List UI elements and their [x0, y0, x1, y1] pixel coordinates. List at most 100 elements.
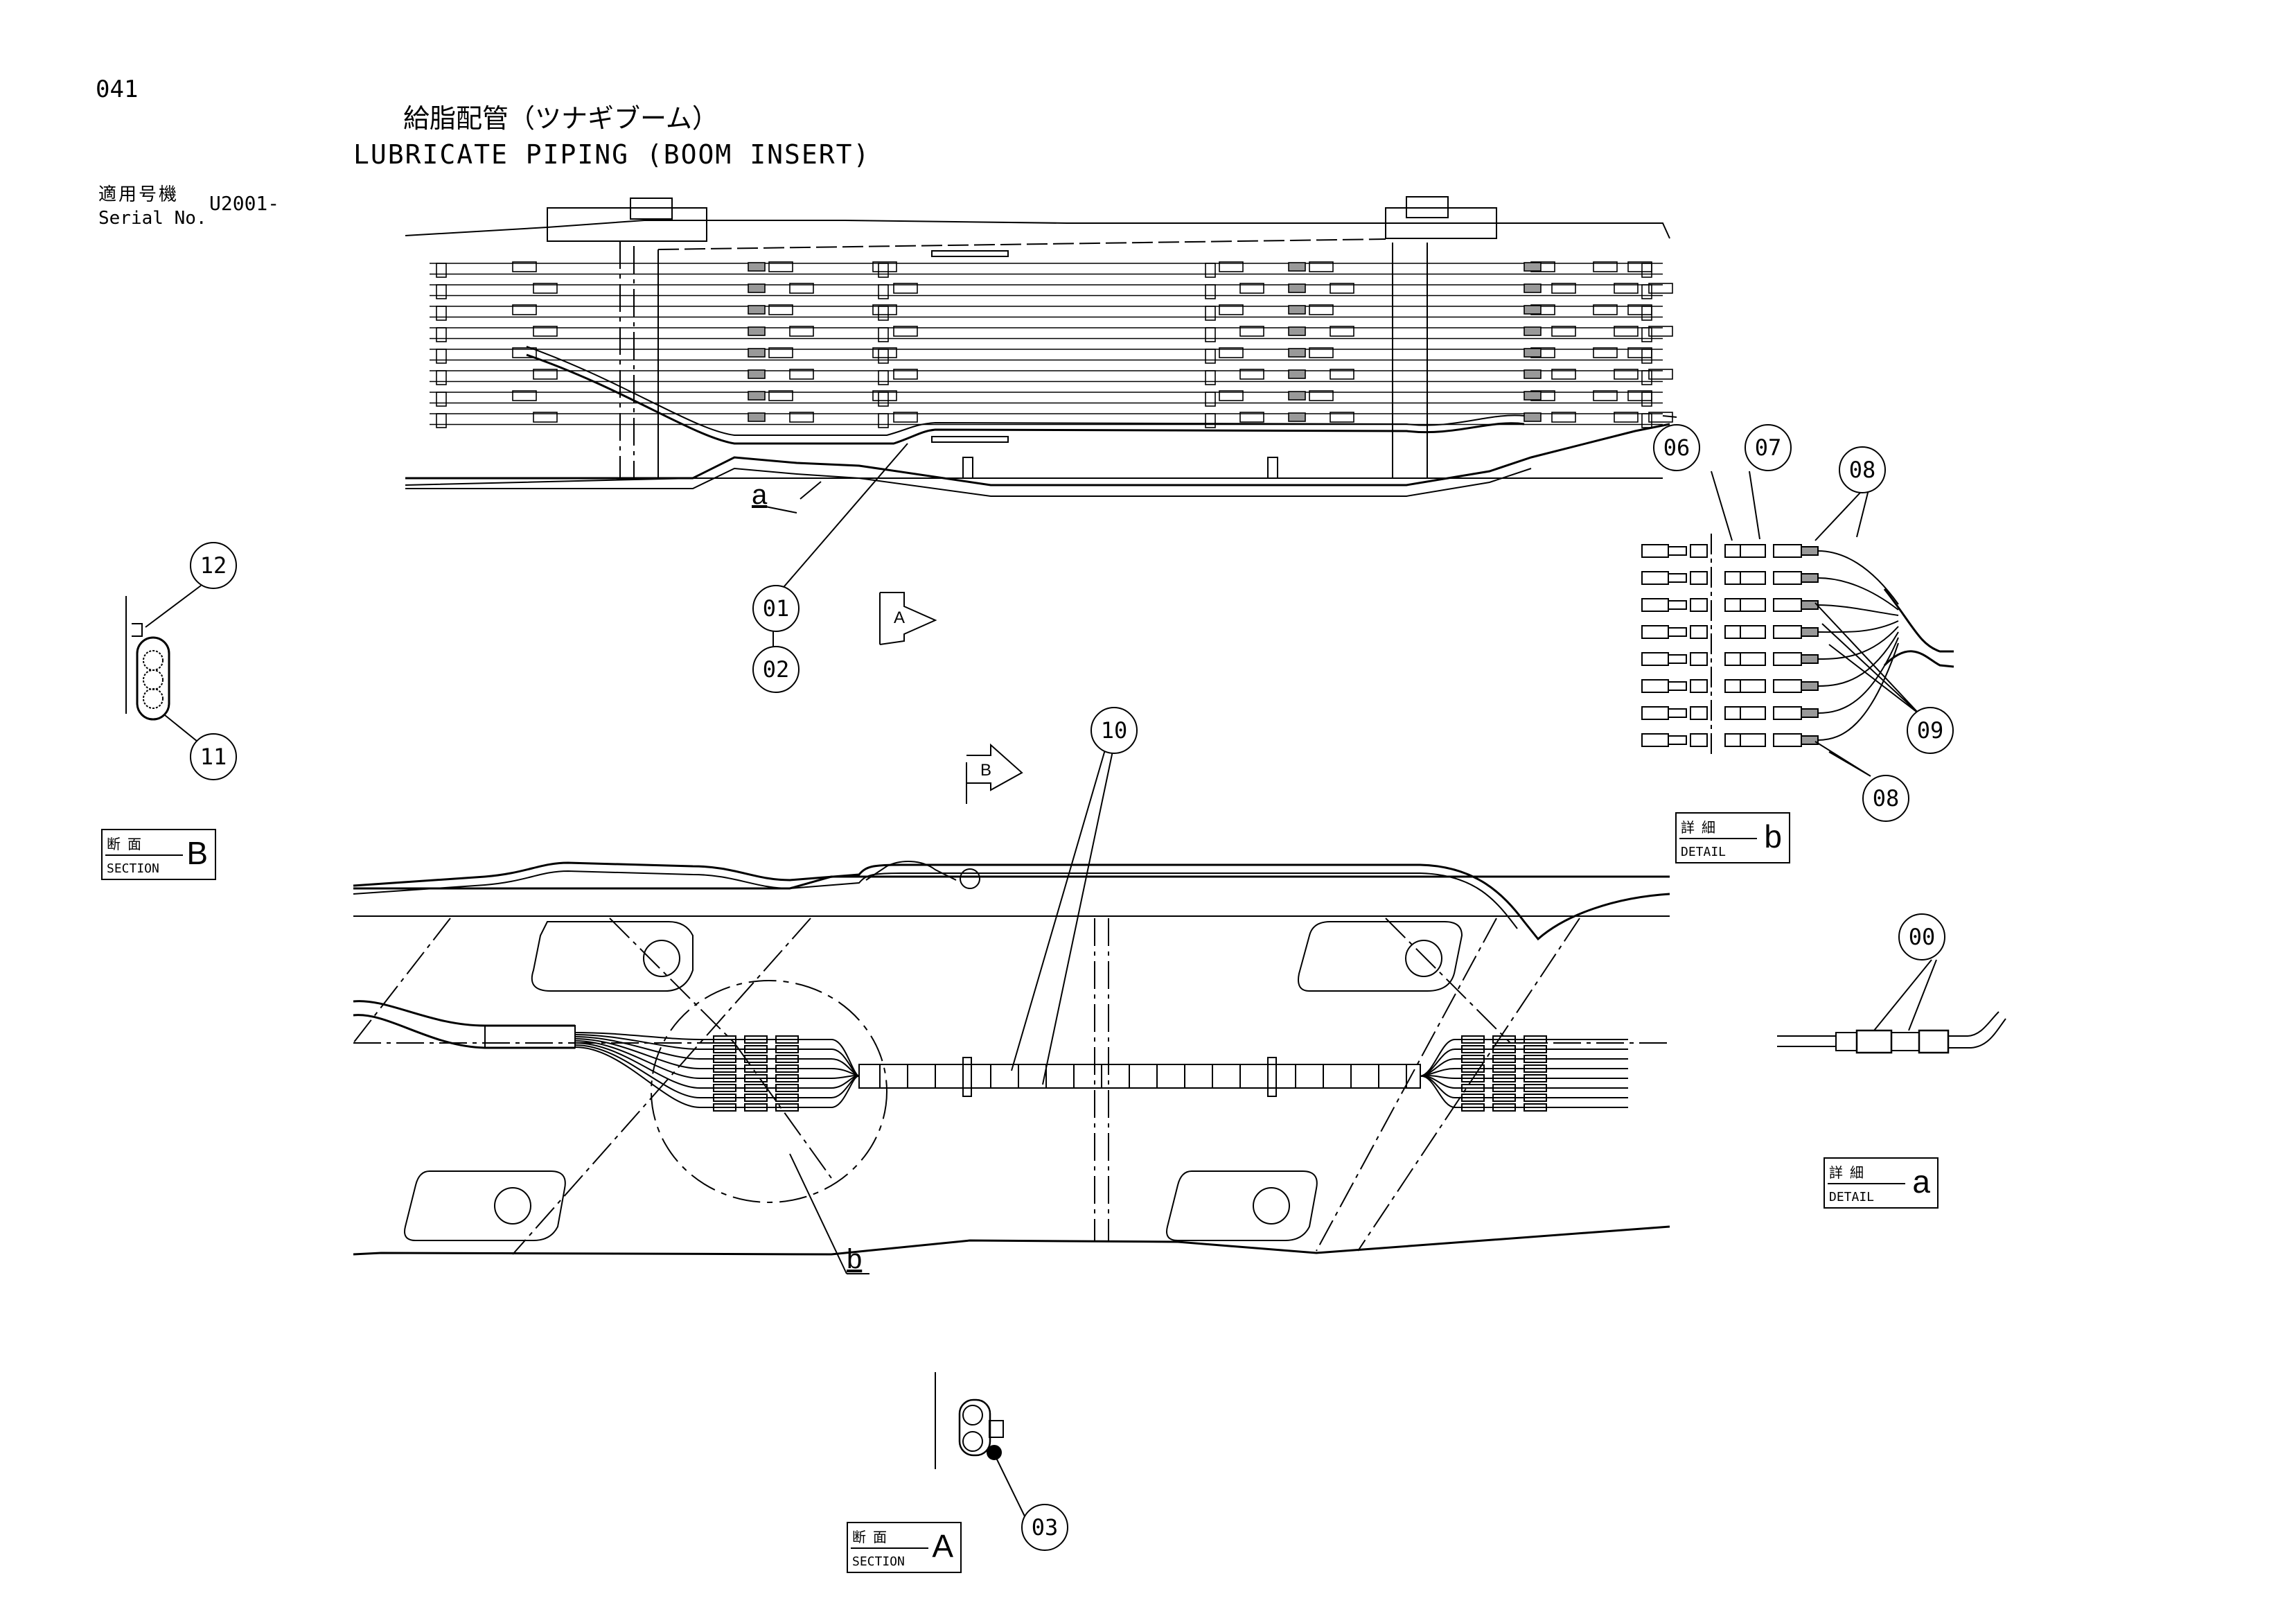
fitting — [1690, 571, 1708, 585]
view-arrow-b — [966, 743, 1023, 804]
hose-fitting — [713, 1035, 736, 1044]
pipe-sleeve — [748, 348, 766, 358]
section-b-letter: B — [186, 835, 208, 871]
pipe-fitting — [1309, 347, 1334, 358]
leader-a — [761, 505, 797, 514]
hose-line — [1817, 577, 1899, 611]
pipe-sleeve — [1288, 262, 1306, 272]
fitting — [1740, 706, 1766, 720]
view-arrow-b-label: B — [980, 761, 992, 780]
hose-fitting — [713, 1094, 736, 1102]
fitting — [1641, 733, 1669, 747]
pipe-fitting — [1219, 347, 1244, 358]
callout-08-top: 08 — [1839, 446, 1886, 493]
ref-letter-b: b — [847, 1244, 863, 1274]
fitting — [1773, 544, 1802, 558]
pipe-clamp — [436, 392, 447, 407]
hose-fitting — [1524, 1103, 1547, 1112]
pipe-fitting — [768, 390, 793, 401]
hose-line — [574, 1046, 860, 1108]
fitting — [1668, 708, 1687, 718]
fitting — [1773, 679, 1802, 693]
fitting — [1773, 598, 1802, 612]
hose-fitting — [1492, 1035, 1516, 1044]
hose-fitting — [1492, 1084, 1516, 1092]
detail-a-label-box: 詳細 DETAIL a — [1823, 1157, 1939, 1209]
fitting-sleeve — [1801, 708, 1819, 718]
pipe-sleeve — [1288, 326, 1306, 336]
hose-fitting — [744, 1084, 768, 1092]
hose-protector-sleeve — [858, 1064, 1421, 1089]
callout-12: 12 — [190, 542, 237, 589]
hose-fitting — [713, 1084, 736, 1092]
pipe-fitting — [512, 347, 537, 358]
hose-fitting — [1461, 1094, 1485, 1102]
pipe-sleeve — [1524, 369, 1542, 379]
hose-line — [1817, 626, 1899, 660]
pipe-fitting — [893, 369, 918, 380]
fitting — [1724, 679, 1741, 693]
pipe-clamp — [878, 413, 889, 428]
hose-fitting — [775, 1035, 799, 1044]
pipe-fitting — [1614, 412, 1639, 423]
leader-01 — [775, 443, 908, 597]
pipe-fitting — [768, 261, 793, 272]
pipe-fitting — [768, 304, 793, 315]
hose-fitting — [775, 1103, 799, 1112]
detail-a-en: DETAIL — [1829, 1190, 1875, 1204]
section-b-detail — [125, 585, 202, 742]
section-b-label-box: 断面 SECTION B — [101, 829, 216, 880]
hose-fitting — [1524, 1084, 1547, 1092]
detail-a-jp: 詳細 — [1829, 1164, 1871, 1181]
lightening-hole-bottom-left — [404, 1170, 566, 1241]
hose-fitting — [1492, 1103, 1516, 1112]
pipe-fitting — [1239, 283, 1264, 294]
fitting — [1641, 571, 1669, 585]
section-b-en: SECTION — [107, 861, 159, 876]
pipe-sleeve — [748, 283, 766, 293]
pipe-fitting — [789, 412, 814, 423]
ref-letter-a: a — [752, 480, 768, 510]
pipe-fitting — [872, 390, 897, 401]
detail-b-drawing — [1641, 471, 1954, 777]
fitting — [1724, 652, 1741, 666]
hose-fitting — [775, 1084, 799, 1092]
pipe-sleeve — [748, 305, 766, 315]
fitting — [1690, 598, 1708, 612]
pipe-clamp — [1641, 306, 1652, 321]
pipe-fitting — [533, 326, 558, 337]
fitting — [1641, 598, 1669, 612]
pipe-fitting — [1593, 304, 1618, 315]
fitting — [1740, 598, 1766, 612]
pipe-sleeve — [1524, 326, 1542, 336]
pipe-fitting — [872, 347, 897, 358]
leader-10 — [1011, 737, 1116, 1085]
hose-line — [574, 1034, 860, 1077]
pipe-sleeve — [1524, 348, 1542, 358]
callout-06: 06 — [1653, 424, 1700, 471]
pipe-sleeve — [748, 412, 766, 422]
fitting — [1668, 654, 1687, 664]
fitting — [1740, 571, 1766, 585]
hose-fitting — [1461, 1045, 1485, 1053]
pipe-fitting — [1239, 412, 1264, 423]
pipe-clamp — [1641, 370, 1652, 385]
pipe-fitting — [1648, 326, 1673, 337]
hose-fitting — [1461, 1035, 1485, 1044]
pipe-fitting — [533, 412, 558, 423]
hose-fitting — [1524, 1045, 1547, 1053]
pipe-fitting — [1239, 369, 1264, 380]
pipe-clamp — [878, 392, 889, 407]
serial-label-english: Serial No. — [98, 208, 207, 229]
fitting — [1740, 652, 1766, 666]
hose-fitting — [744, 1055, 768, 1063]
hose-line — [1420, 1075, 1628, 1108]
pipe-fitting — [893, 283, 918, 294]
pipe-fitting — [1593, 261, 1618, 272]
detail-b-en: DETAIL — [1681, 845, 1727, 859]
boom-side-view — [353, 737, 1670, 1274]
pipe-fitting — [533, 369, 558, 380]
hose-line — [574, 1044, 860, 1098]
pipe-fitting — [893, 326, 918, 337]
section-a-label-box: 断面 SECTION A — [847, 1522, 962, 1573]
